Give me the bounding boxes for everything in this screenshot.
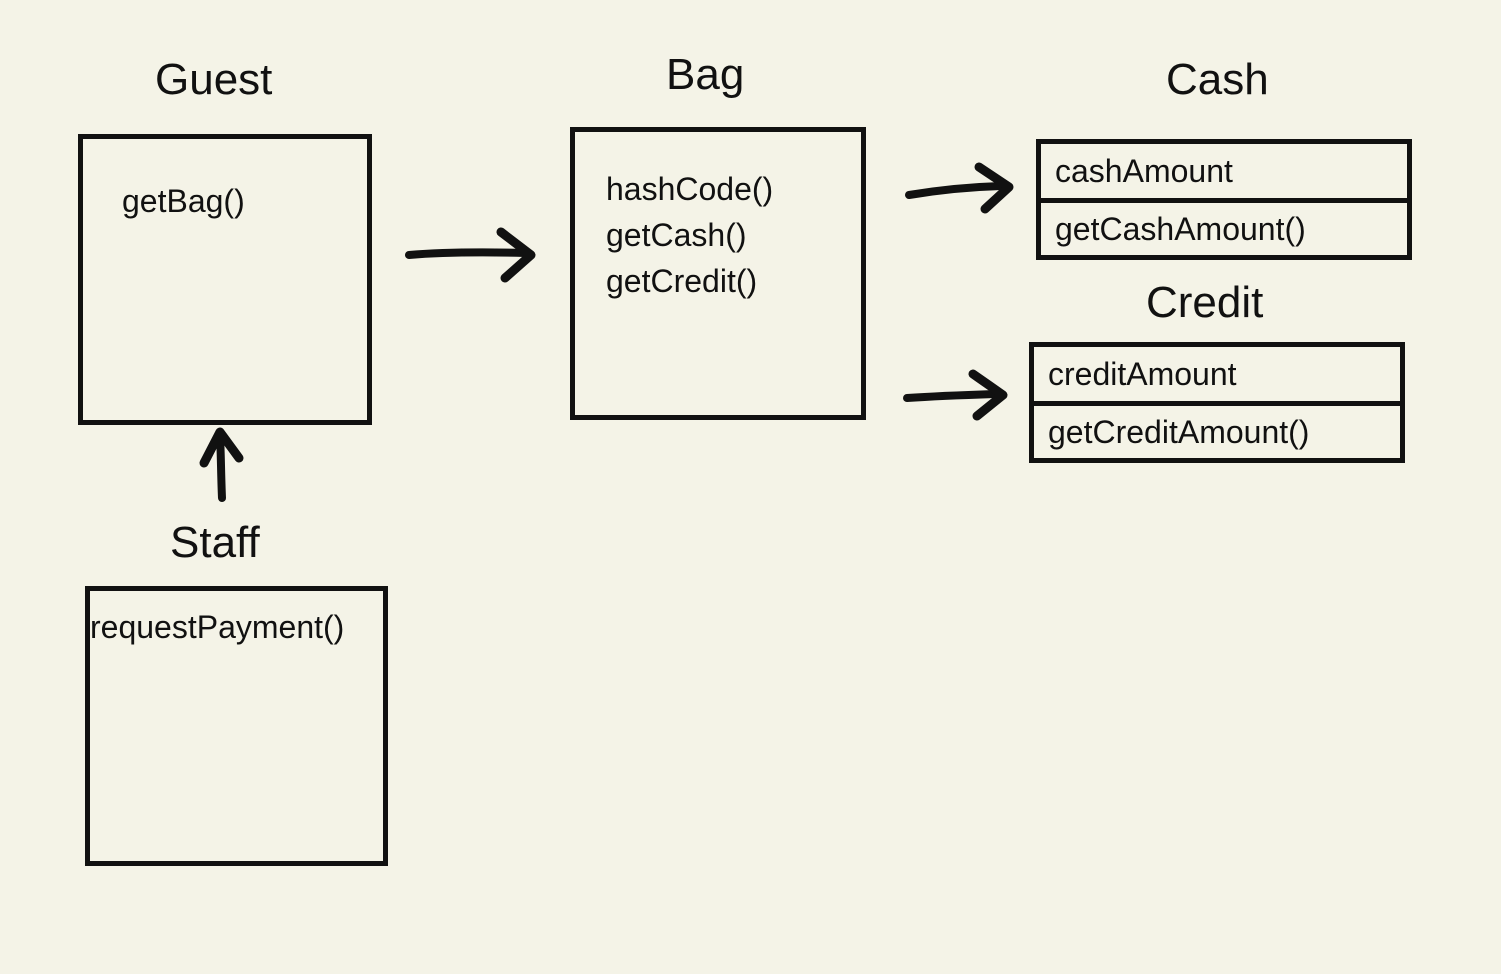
class-box-bag[interactable] xyxy=(570,127,866,420)
attribute-credit-amount: creditAmount xyxy=(1048,356,1237,392)
member-guest-getbag: getBag() xyxy=(122,183,245,219)
member-bag-getcredit: getCredit() xyxy=(606,263,758,299)
class-title-credit: Credit xyxy=(1146,278,1264,327)
method-cash-getcashamount: getCashAmount() xyxy=(1055,211,1306,247)
arrow-bag-to-cash xyxy=(905,162,1014,214)
arrow-bag-to-credit xyxy=(903,369,1008,421)
class-members-staff: requestPayment() xyxy=(90,604,400,650)
compartment-divider-credit xyxy=(1034,401,1400,406)
class-title-bag: Bag xyxy=(666,50,745,99)
class-box-cash[interactable]: cashAmount getCashAmount() xyxy=(1036,139,1412,260)
class-methods-credit: getCreditAmount() xyxy=(1034,406,1400,458)
method-credit-getcreditamount: getCreditAmount() xyxy=(1048,414,1310,450)
class-box-credit[interactable]: creditAmount getCreditAmount() xyxy=(1029,342,1405,463)
arrow-guest-to-bag xyxy=(405,227,536,283)
attribute-cash-amount: cashAmount xyxy=(1055,153,1233,189)
class-attributes-cash: cashAmount xyxy=(1041,144,1407,198)
arrow-staff-to-guest xyxy=(199,427,244,502)
class-box-guest[interactable] xyxy=(78,134,372,425)
class-methods-cash: getCashAmount() xyxy=(1041,203,1407,255)
class-title-staff: Staff xyxy=(170,518,260,567)
class-members-guest: getBag() xyxy=(122,178,362,224)
member-bag-getcash: getCash() xyxy=(606,217,747,253)
class-box-staff[interactable] xyxy=(85,586,388,866)
member-staff-requestpayment: requestPayment() xyxy=(90,609,345,645)
class-title-guest: Guest xyxy=(155,55,273,104)
class-attributes-credit: creditAmount xyxy=(1034,347,1400,401)
member-bag-hashcode: hashCode() xyxy=(606,171,774,207)
compartment-divider-cash xyxy=(1041,198,1407,203)
class-members-bag: hashCode() getCash() getCredit() xyxy=(606,166,856,304)
class-title-cash: Cash xyxy=(1166,55,1269,104)
